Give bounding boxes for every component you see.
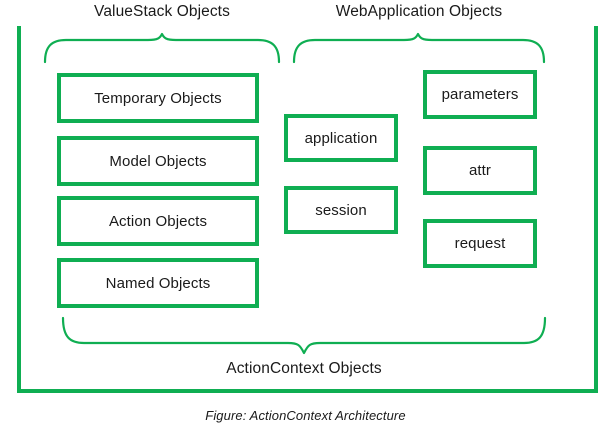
node-box-model-objects: Model Objects	[57, 136, 259, 186]
webapplication-brace	[292, 32, 546, 64]
node-box-session: session	[284, 186, 398, 234]
node-box-request: request	[423, 219, 537, 268]
node-box-parameters: parameters	[423, 70, 537, 119]
group-label-valuestack: ValueStack Objects	[94, 3, 230, 20]
figure-caption: Figure: ActionContext Architecture	[205, 408, 406, 423]
group-label-webapplication: WebApplication Objects	[335, 3, 503, 20]
node-box-named-objects: Named Objects	[57, 258, 259, 308]
node-box-action-objects: Action Objects	[57, 196, 259, 246]
node-box-application: application	[284, 114, 398, 162]
group-label-actioncontext: ActionContext Objects	[226, 360, 382, 377]
actioncontext-brace	[61, 316, 547, 355]
node-box-attr: attr	[423, 146, 537, 195]
valuestack-brace	[43, 32, 281, 64]
node-box-temporary-objects: Temporary Objects	[57, 73, 259, 123]
